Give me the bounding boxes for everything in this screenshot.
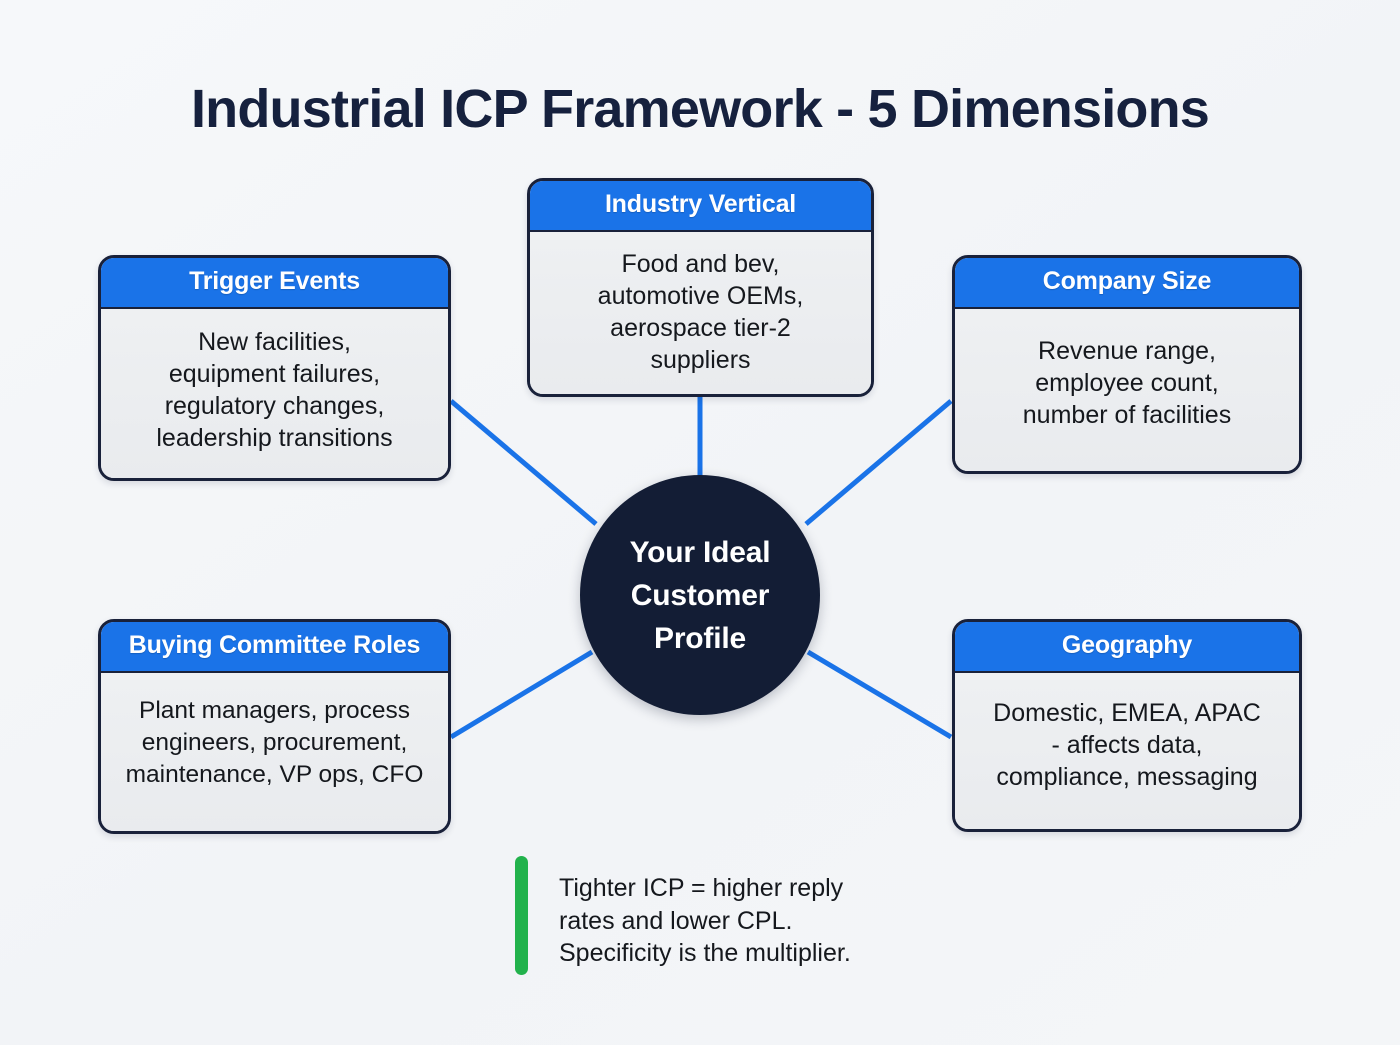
page-title: Industrial ICP Framework - 5 Dimensions — [190, 79, 1210, 139]
card-buying-committee-roles[interactable]: Buying Committee Roles Plant managers, p… — [98, 619, 451, 834]
card-company-size[interactable]: Company Size Revenue range, employee cou… — [952, 255, 1302, 474]
connector-geography — [806, 649, 953, 740]
footer-note: Tighter ICP = higher reply rates and low… — [515, 856, 851, 975]
card-header-geography: Geography — [955, 622, 1299, 673]
connector-buying-committee-roles — [449, 649, 594, 740]
card-industry-vertical[interactable]: Industry Vertical Food and bev, automoti… — [527, 178, 874, 397]
connector-trigger-events — [449, 399, 598, 526]
card-trigger-events[interactable]: Trigger Events New facilities, equipment… — [98, 255, 451, 481]
accent-bar-icon — [515, 856, 528, 975]
card-header-company-size: Company Size — [955, 258, 1299, 309]
hub-ideal-customer-profile[interactable]: Your Ideal Customer Profile — [580, 475, 820, 715]
card-header-industry-vertical: Industry Vertical — [530, 181, 871, 232]
card-body-industry-vertical: Food and bev, automotive OEMs, aerospace… — [530, 232, 871, 394]
card-geography[interactable]: Geography Domestic, EMEA, APAC - affects… — [952, 619, 1302, 832]
hub-label: Your Ideal Customer Profile — [629, 535, 771, 655]
card-body-geography: Domestic, EMEA, APAC - affects data, com… — [955, 673, 1299, 829]
card-body-company-size: Revenue range, employee count, number of… — [955, 309, 1299, 471]
card-header-trigger-events: Trigger Events — [101, 258, 448, 309]
connector-company-size — [804, 399, 953, 526]
card-body-buying-committee-roles: Plant managers, process engineers, procu… — [101, 673, 448, 831]
card-body-trigger-events: New facilities, equipment failures, regu… — [101, 309, 448, 478]
footer-note-text: Tighter ICP = higher reply rates and low… — [559, 874, 851, 967]
card-header-buying-committee-roles: Buying Committee Roles — [101, 622, 448, 673]
